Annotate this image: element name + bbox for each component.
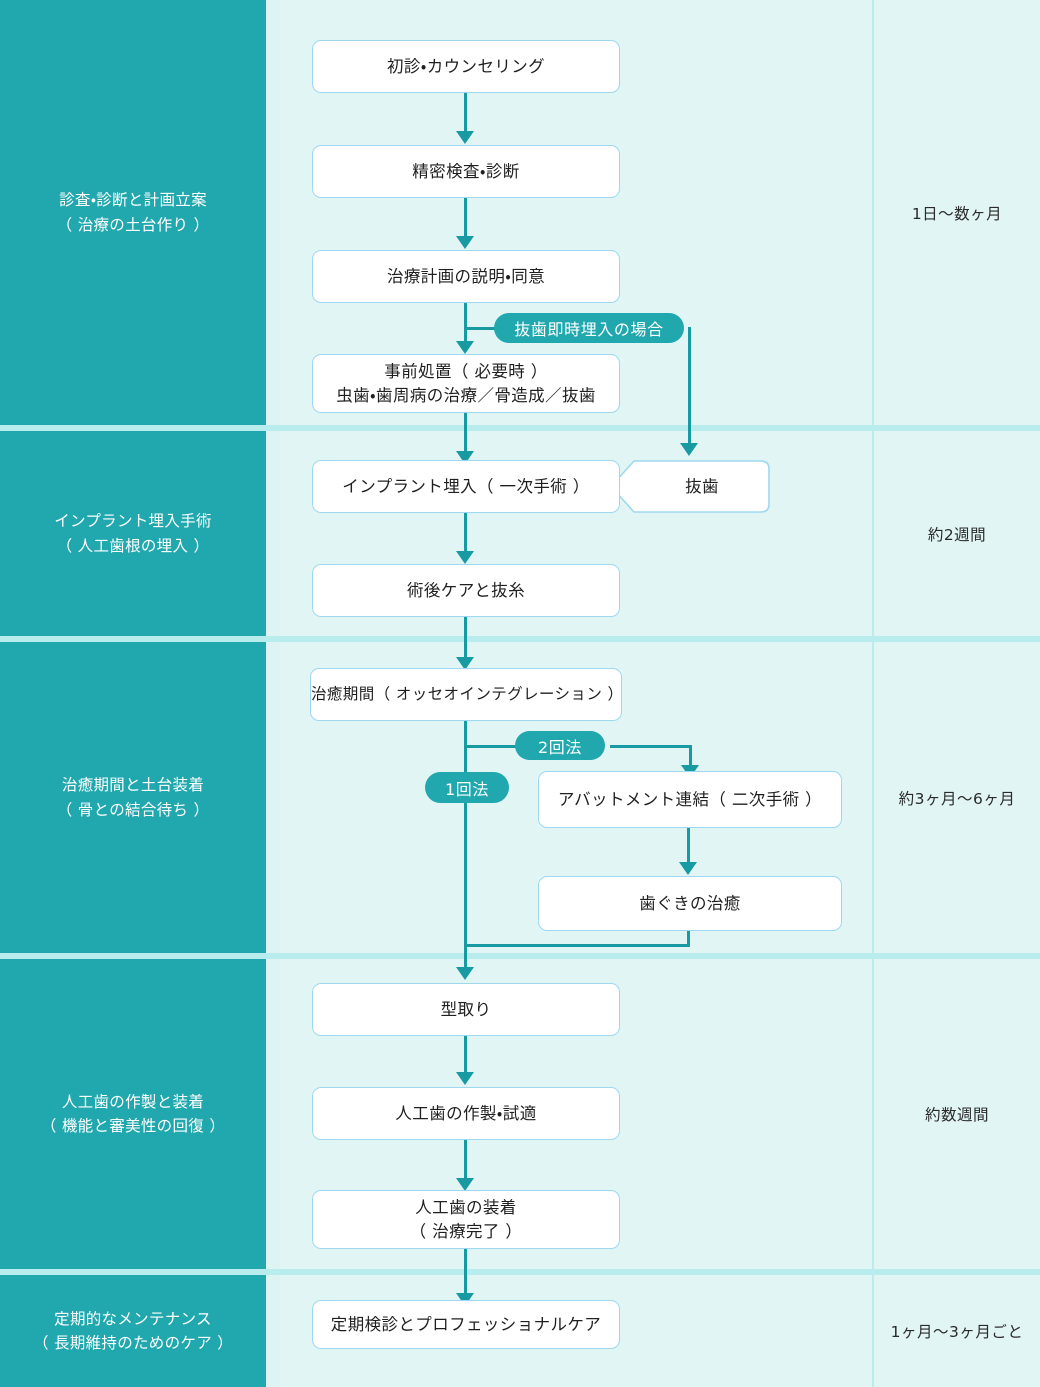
duration-column-divider bbox=[872, 0, 874, 1387]
duration-label-3: 約3ヶ月〜6ヶ月 bbox=[898, 789, 1016, 808]
duration-label-4: 約数週間 bbox=[924, 1106, 989, 1124]
badge-two-stage-label: 2回法 bbox=[538, 737, 582, 757]
node-implant-placement[interactable]: インプラント埋入（ 一次手術 ） bbox=[312, 460, 620, 513]
stage-label-2: インプラント埋入手術 （ 人工歯根の埋入 ） bbox=[54, 512, 212, 555]
node-prosthesis-fabrication-label: 人工歯の作製・試適 bbox=[395, 1103, 537, 1123]
node-impression[interactable]: 型取り bbox=[312, 983, 620, 1036]
node-pre-treatment-label: 事前処置（ 必要時 ） 虫歯・歯周病の治療／骨造成／抜歯 bbox=[336, 361, 596, 405]
connector-implant-to-postop bbox=[464, 513, 467, 555]
arrow-plan-to-pre bbox=[456, 341, 474, 354]
node-prosthesis-fitting[interactable]: 人工歯の装着 （ 治療完了 ） bbox=[312, 1190, 620, 1249]
arrow-fabrication-to-fitting bbox=[456, 1178, 474, 1191]
stage-block-2: インプラント埋入手術 （ 人工歯根の埋入 ） bbox=[0, 431, 266, 636]
arrow-abutment-to-gum bbox=[679, 862, 697, 875]
node-first-visit[interactable]: 初診・カウンセリング bbox=[312, 40, 620, 93]
node-osseointegration[interactable]: 治癒期間（ オッセオインテグレーション ） bbox=[310, 668, 624, 721]
connector-gum-rejoin bbox=[464, 944, 690, 947]
node-tooth-extraction-label: 抜歯 bbox=[685, 476, 719, 496]
node-tooth-extraction-wrapper: 抜歯 bbox=[610, 460, 770, 513]
node-treatment-plan[interactable]: 治療計画の説明・同意 bbox=[312, 250, 620, 303]
connector-immediate-down bbox=[688, 327, 691, 447]
duration-label-5: 1ヶ月〜3ヶ月ごと bbox=[890, 1323, 1024, 1341]
stage-block-3: 治癒期間と土台装着 （ 骨との結合待ち ） bbox=[0, 642, 266, 953]
node-maintenance-label: 定期検診とプロフェッショナルケア bbox=[330, 1314, 602, 1334]
node-implant-placement-label: インプラント埋入（ 一次手術 ） bbox=[342, 476, 590, 496]
stage-label-5: 定期的なメンテナンス （ 長期維持のためのケア ） bbox=[32, 1309, 234, 1352]
badge-two-stage[interactable]: 2回法 bbox=[515, 731, 605, 760]
arrow-one-stage-to-impression bbox=[456, 967, 474, 980]
stage-block-4: 人工歯の作製と装着 （ 機能と審美性の回復 ） bbox=[0, 959, 266, 1269]
node-treatment-plan-label: 治療計画の説明・同意 bbox=[386, 266, 546, 286]
node-maintenance[interactable]: 定期検診とプロフェッショナルケア bbox=[312, 1300, 620, 1349]
connector-first-to-exam bbox=[464, 93, 467, 135]
gutter-band bbox=[266, 0, 280, 1387]
duration-cell-3: 約3ヶ月〜6ヶ月 bbox=[874, 642, 1040, 953]
stage-label-3: 治癒期間と土台装着 （ 骨との結合待ち ） bbox=[56, 776, 210, 819]
node-post-op-care-label: 術後ケアと抜糸 bbox=[407, 580, 525, 600]
arrow-impression-to-fabrication bbox=[456, 1072, 474, 1085]
stage-separator-2 bbox=[0, 636, 1040, 642]
connector-fabrication-to-fitting bbox=[464, 1140, 467, 1182]
duration-cell-5: 1ヶ月〜3ヶ月ごと bbox=[874, 1275, 1040, 1387]
connector-plan-to-pre bbox=[464, 303, 467, 345]
node-first-visit-label: 初診・カウンセリング bbox=[386, 56, 546, 76]
node-gum-healing[interactable]: 歯ぐきの治癒 bbox=[538, 876, 842, 931]
arrow-exam-to-plan bbox=[456, 236, 474, 249]
node-detailed-exam[interactable]: 精密検査・診断 bbox=[312, 145, 620, 198]
stage-label-4: 人工歯の作製と装着 （ 機能と審美性の回復 ） bbox=[40, 1092, 226, 1135]
badge-immediate-placement[interactable]: 抜歯即時埋入の場合 bbox=[494, 313, 684, 343]
stage-block-5: 定期的なメンテナンス （ 長期維持のためのケア ） bbox=[0, 1275, 266, 1387]
duration-cell-1: 1日〜数ヶ月 bbox=[874, 0, 1040, 425]
node-abutment-label: アバットメント連結（ 二次手術 ） bbox=[557, 789, 823, 809]
node-prosthesis-fitting-label: 人工歯の装着 （ 治療完了 ） bbox=[409, 1197, 523, 1241]
connector-one-stage-spine bbox=[464, 721, 467, 971]
node-prosthesis-fabrication[interactable]: 人工歯の作製・試適 bbox=[312, 1087, 620, 1140]
badge-immediate-placement-label: 抜歯即時埋入の場合 bbox=[514, 320, 664, 339]
badge-one-stage[interactable]: 1回法 bbox=[425, 772, 509, 803]
node-abutment[interactable]: アバットメント連結（ 二次手術 ） bbox=[538, 771, 842, 828]
connector-exam-to-plan bbox=[464, 198, 467, 240]
connector-pre-to-implant bbox=[464, 413, 467, 455]
duration-label-2: 約2週間 bbox=[927, 525, 987, 544]
stage-label-1: 診査・診断と計画立案 （ 治療の土台作り ） bbox=[56, 191, 210, 234]
connector-gum-down bbox=[687, 930, 690, 947]
node-gum-healing-label: 歯ぐきの治癒 bbox=[639, 893, 741, 913]
arrow-implant-to-postop bbox=[456, 551, 474, 564]
arrow-postop-to-healing bbox=[456, 657, 474, 670]
stage-separator-1 bbox=[0, 425, 1040, 431]
connector-two-stage-to-abutment bbox=[610, 745, 692, 748]
chevron-shape-icon bbox=[610, 460, 770, 513]
duration-cell-4: 約数週間 bbox=[874, 959, 1040, 1269]
duration-cell-2: 約2週間 bbox=[874, 431, 1040, 636]
badge-one-stage-label: 1回法 bbox=[445, 779, 489, 799]
arrow-immediate-to-extraction bbox=[680, 443, 698, 456]
node-impression-label: 型取り bbox=[440, 999, 492, 1019]
connector-fitting-to-maintenance bbox=[464, 1248, 467, 1298]
connector-healing-to-two-stage bbox=[464, 745, 524, 748]
connector-abutment-to-gum bbox=[687, 828, 690, 866]
node-pre-treatment[interactable]: 事前処置（ 必要時 ） 虫歯・歯周病の治療／骨造成／抜歯 bbox=[312, 354, 620, 413]
stage-separator-4 bbox=[0, 1269, 1040, 1275]
connector-impression-to-fabrication bbox=[464, 1034, 467, 1076]
connector-two-stage-down bbox=[689, 745, 692, 769]
node-post-op-care[interactable]: 術後ケアと抜糸 bbox=[312, 564, 620, 617]
connector-postop-to-healing bbox=[464, 617, 467, 665]
node-detailed-exam-label: 精密検査・診断 bbox=[412, 161, 520, 181]
stage-block-1: 診査・診断と計画立案 （ 治療の土台作り ） bbox=[0, 0, 266, 425]
arrow-first-to-exam bbox=[456, 131, 474, 144]
duration-label-1: 1日〜数ヶ月 bbox=[911, 204, 1003, 223]
stage-separator-3 bbox=[0, 953, 1040, 959]
node-osseointegration-label: 治癒期間（ オッセオインテグレーション ） bbox=[311, 685, 624, 704]
